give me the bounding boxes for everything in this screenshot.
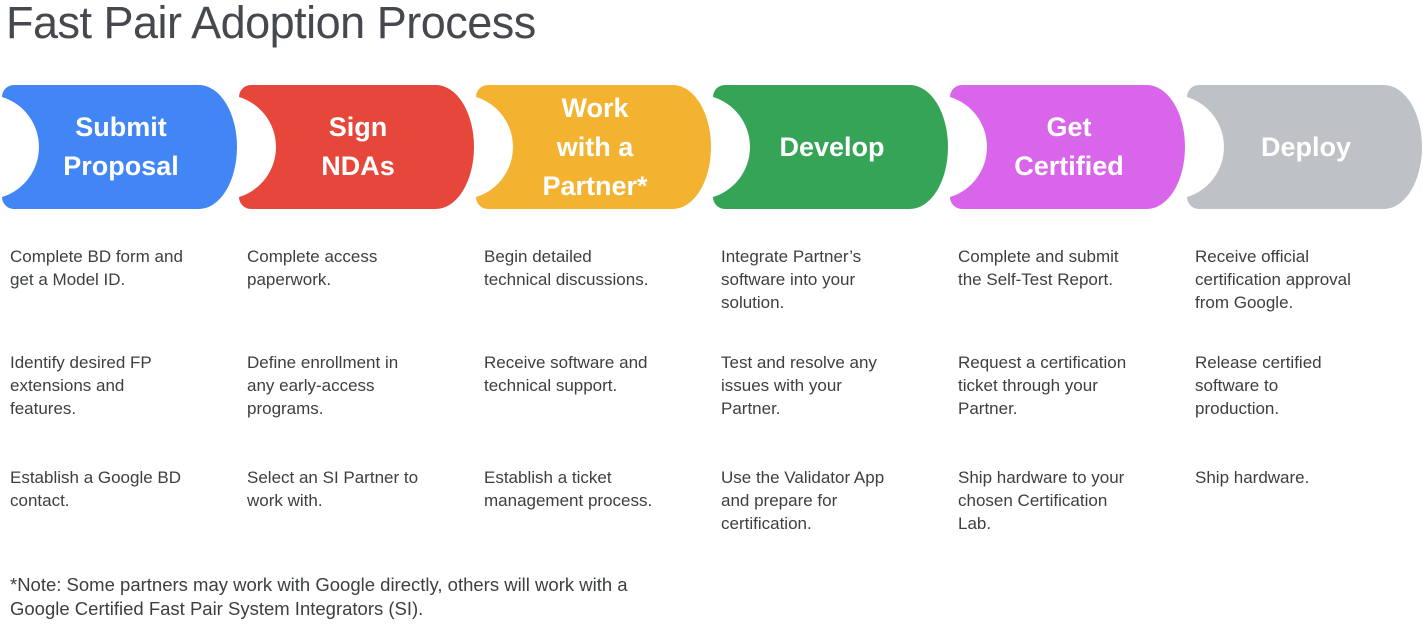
stage-deploy: Deploy <box>1187 85 1422 209</box>
page-title: Fast Pair Adoption Process <box>6 0 536 48</box>
stage-develop: Develop <box>713 85 948 209</box>
stage-shape-path <box>713 85 948 209</box>
stage-shape-path <box>2 85 237 209</box>
stage-steps-grid: Complete BD form and get a Model ID. Comp… <box>2 238 1423 535</box>
step-sign-ndas-2: Define enrollment in any early-access pr… <box>247 353 399 418</box>
step-get-certified-1: Complete and submit the Self-Test Report… <box>958 247 1119 289</box>
step-develop-3: Use the Validator App and prepare for ce… <box>721 468 885 533</box>
step-work-with-a-partner-1: Begin detailed technical discussions. <box>484 247 649 289</box>
stage-get-certified: Get Certified <box>950 85 1185 209</box>
step-submit-proposal-3: Establish a Google BD contact. <box>10 468 182 510</box>
stage-label-sign-ndas: Sign NDAs <box>321 112 395 181</box>
stage-shape-path <box>950 85 1185 209</box>
step-deploy-3: Ship hardware. <box>1195 468 1310 487</box>
stage-work-with-a-partner: Work with a Partner* <box>476 85 711 209</box>
step-work-with-a-partner-2: Receive software and technical support. <box>484 353 648 395</box>
step-get-certified-2: Request a certification ticket through y… <box>958 353 1127 418</box>
stage-sign-ndas: Sign NDAs <box>239 85 474 209</box>
step-deploy-2: Release certified software to production… <box>1195 353 1322 418</box>
stage-label-deploy: Deploy <box>1260 131 1352 162</box>
step-deploy-1: Receive official certification approval … <box>1195 247 1351 312</box>
step-work-with-a-partner-3: Establish a ticket management process. <box>484 468 653 510</box>
step-get-certified-3: Ship hardware to your chosen Certificati… <box>958 468 1125 533</box>
footnote: *Note: Some partners may work with Googl… <box>10 574 628 619</box>
stage-label-submit-proposal: Submit Proposal <box>63 112 179 181</box>
stage-shape-submit-proposal <box>2 85 237 209</box>
step-sign-ndas-3: Select an SI Partner to work with. <box>247 468 419 510</box>
step-submit-proposal-1: Complete BD form and get a Model ID. <box>10 247 183 289</box>
stage-label-work-with-a-partner: Work with a Partner* <box>542 92 648 201</box>
step-develop-1: Integrate Partner’s software into your s… <box>721 247 862 312</box>
stage-shape-work-with-a-partner <box>476 85 711 209</box>
stage-shape-get-certified <box>950 85 1185 209</box>
step-develop-2: Test and resolve any issues with your Pa… <box>721 353 877 418</box>
stage-label-get-certified: Get Certified <box>1014 112 1124 181</box>
process-stage-row: Submit Proposal Sign NDAs Work with a Part… <box>0 85 1423 209</box>
stage-label-develop: Develop <box>779 131 885 162</box>
step-submit-proposal-2: Identify desired FP extensions and featu… <box>10 353 152 418</box>
stage-shape-deploy <box>1187 85 1422 209</box>
stage-shape-path <box>1187 85 1422 209</box>
stage-shape-path <box>476 85 711 209</box>
stage-shape-sign-ndas <box>239 85 474 209</box>
stage-submit-proposal: Submit Proposal <box>2 85 237 209</box>
stage-shape-develop <box>713 85 948 209</box>
step-sign-ndas-1: Complete access paperwork. <box>247 247 378 289</box>
stage-shape-path <box>239 85 474 209</box>
